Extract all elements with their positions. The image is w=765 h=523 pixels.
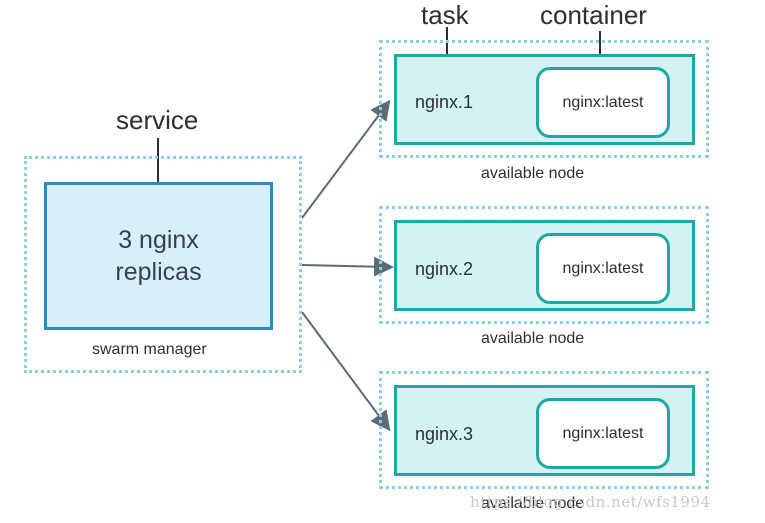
task-label: task	[421, 0, 469, 30]
task-name-1: nginx.1	[415, 92, 474, 112]
node-caption-2: available node	[481, 330, 585, 347]
node-caption-3: available node	[481, 495, 585, 512]
task-name-3: nginx.3	[415, 424, 474, 444]
task-box-3: nginx.3 nginx:latest	[394, 385, 695, 476]
service-box: 3 nginx replicas	[44, 182, 273, 330]
task-name-2: nginx.2	[415, 259, 474, 279]
arrow-to-node-1	[301, 99, 391, 219]
service-line-1: 3 nginx	[118, 226, 199, 254]
container-box-2: nginx:latest	[536, 233, 670, 304]
watermark: https://blog.csdn.net/wfs1994	[470, 493, 711, 511]
node-caption-1: available node	[481, 165, 585, 182]
container-name-2: nginx:latest	[562, 259, 644, 277]
container-name-1: nginx:latest	[562, 93, 644, 111]
container-name-3: nginx:latest	[562, 424, 644, 442]
arrow-to-node-3	[301, 311, 391, 432]
task-box-1: nginx.1 nginx:latest	[394, 54, 695, 145]
available-node-2	[379, 206, 709, 324]
service-line-2: replicas	[115, 258, 202, 286]
swarm-manager-caption: swarm manager	[92, 341, 207, 358]
container-box-3: nginx:latest	[536, 398, 670, 469]
swarm-manager-region	[24, 156, 302, 373]
container-box-1: nginx:latest	[536, 67, 670, 138]
arrow-to-node-2	[301, 256, 394, 277]
available-node-3	[379, 371, 709, 489]
available-node-1	[379, 40, 709, 158]
task-box-2: nginx.2 nginx:latest	[394, 220, 695, 311]
container-label: container	[540, 0, 647, 30]
service-label: service	[116, 105, 199, 135]
